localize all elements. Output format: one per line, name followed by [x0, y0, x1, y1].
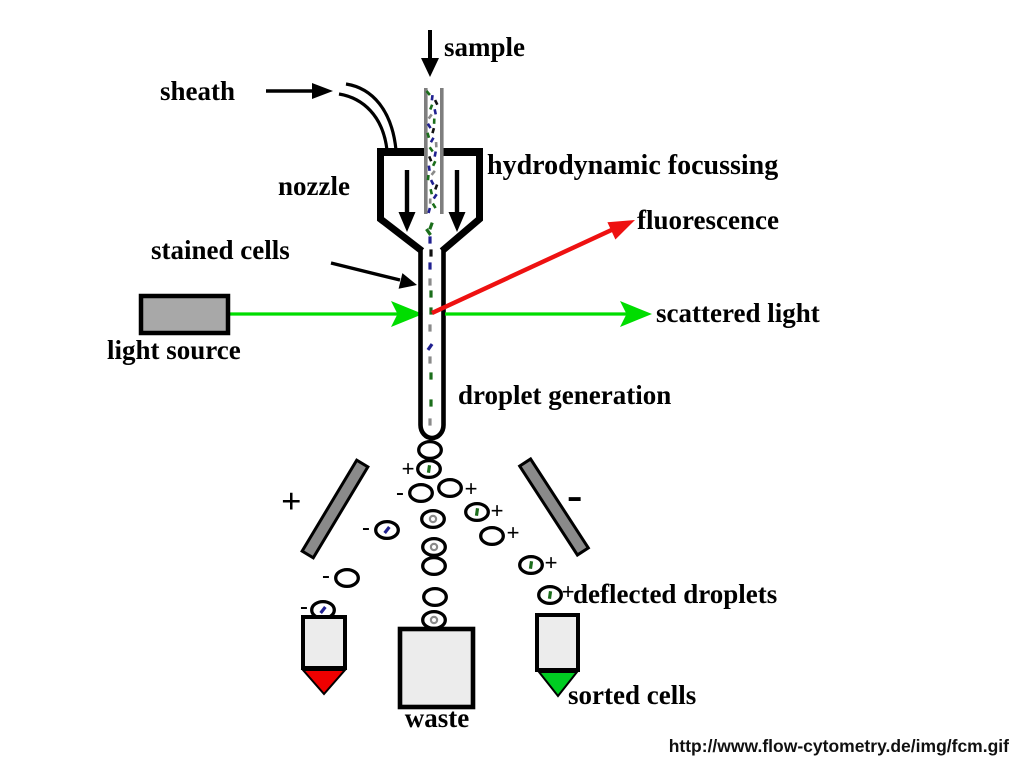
- charge-sign: -: [362, 515, 370, 540]
- laser-beam-right: [445, 301, 652, 327]
- charge-sign: +: [401, 457, 414, 482]
- gray-cell-mark: [429, 542, 439, 552]
- label-sheath: sheath: [160, 76, 236, 106]
- left-collection-tube: [300, 615, 348, 696]
- droplet: +: [537, 580, 575, 606]
- image-source-url: http://www.flow-cytometry.de/img/fcm.gif: [668, 736, 1009, 756]
- label-stained-cells: stained cells: [151, 235, 290, 265]
- deflection-plate-positive: [300, 458, 370, 560]
- fluorescence-arrow: [431, 220, 635, 315]
- sample-tube-wall-right: [440, 88, 444, 214]
- green-cell-mark: [547, 591, 553, 599]
- charge-sign: +: [506, 521, 519, 546]
- droplet: +: [464, 499, 504, 524]
- charge-sign: -: [396, 480, 404, 505]
- sample-tube: [424, 88, 444, 214]
- label-plate-minus-sign: -: [567, 469, 583, 520]
- charge-sign: +: [561, 580, 574, 605]
- green-cell-mark: [426, 465, 432, 473]
- label-light-source: light source: [107, 335, 241, 365]
- droplet: [422, 586, 448, 608]
- blue-cell-mark: [319, 606, 327, 614]
- droplet: [421, 555, 447, 577]
- sheath-tube: [338, 82, 398, 151]
- sorted-cells-tube: [535, 613, 580, 698]
- charge-sign: +: [464, 477, 477, 502]
- charge-sign: -: [300, 594, 308, 619]
- sheath-arrow: [266, 83, 333, 99]
- sample-tube-wall-left: [424, 88, 428, 214]
- funnel-flow-arrow-right: [448, 170, 466, 232]
- cell-stream: [425, 222, 434, 426]
- droplet-layer: ++-+-++-+-: [300, 439, 575, 631]
- droplet: +: [518, 551, 558, 576]
- label-deflected-droplets: deflected droplets: [573, 579, 778, 609]
- stained-cells-arrow: [330, 261, 417, 289]
- droplet: [421, 609, 447, 631]
- droplet: +: [479, 521, 520, 547]
- gray-cell-mark: [429, 615, 439, 625]
- label-droplet-generation: droplet generation: [458, 380, 672, 410]
- droplet: -: [396, 480, 434, 505]
- green-tube-tip: [536, 671, 580, 698]
- label-waste: waste: [404, 703, 470, 733]
- charge-sign: -: [322, 563, 330, 588]
- droplet: [421, 536, 447, 558]
- light-source-box: [138, 293, 231, 336]
- droplet: -: [300, 594, 336, 621]
- label-sample: sample: [444, 32, 525, 62]
- green-cell-mark: [474, 508, 480, 516]
- funnel-flow-arrow-left: [398, 170, 416, 232]
- label-sorted-cells: sorted cells: [568, 680, 697, 710]
- charge-sign: +: [490, 499, 503, 524]
- laser-beam-left: [228, 301, 423, 327]
- droplet: +: [401, 457, 442, 482]
- charge-sign: +: [544, 551, 557, 576]
- blue-cell-mark: [383, 526, 391, 534]
- label-fluorescence: fluorescence: [637, 205, 779, 235]
- green-cell-mark: [528, 561, 534, 569]
- waste-container: [397, 626, 476, 710]
- sample-arrow: [421, 30, 439, 77]
- label-plate-plus-sign: +: [281, 481, 302, 521]
- droplet: -: [322, 563, 360, 589]
- droplet: +: [437, 477, 478, 502]
- label-nozzle: nozzle: [278, 171, 350, 201]
- droplet: [417, 439, 443, 461]
- droplet: -: [362, 515, 400, 541]
- cell-specks: [425, 90, 439, 214]
- deflection-plate-negative: [517, 456, 591, 558]
- red-tube-tip: [300, 669, 348, 696]
- label-scattered-light: scattered light: [656, 298, 820, 328]
- label-hydrodynamic-focussing: hydrodynamic focussing: [487, 150, 779, 181]
- gray-cell-mark: [428, 514, 438, 524]
- droplet: [420, 508, 446, 530]
